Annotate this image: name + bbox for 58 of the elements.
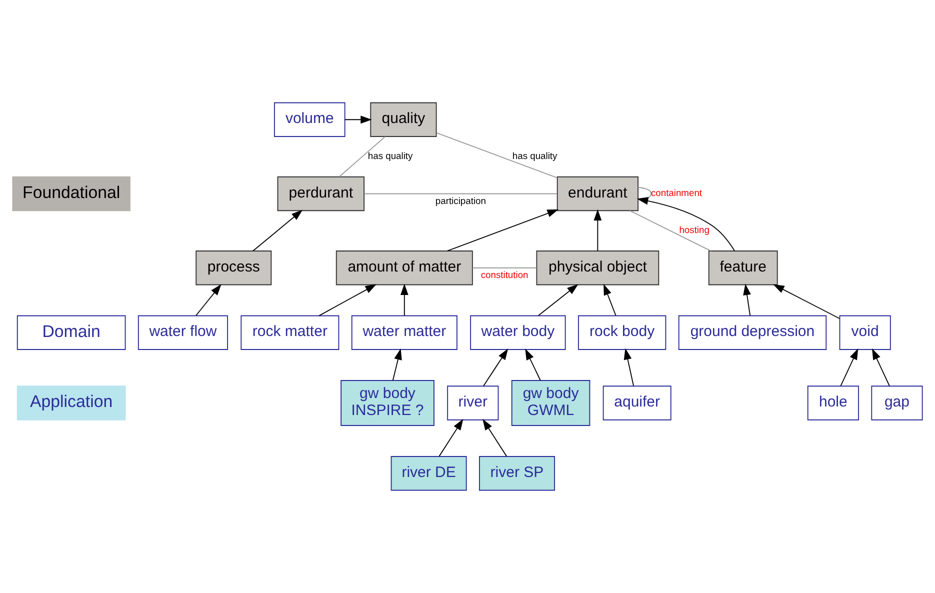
arrow (594, 209, 602, 252)
arrow (525, 348, 541, 381)
connector (638, 186, 652, 201)
edge-label: has quality (512, 151, 558, 162)
node-box: physical object (536, 250, 660, 286)
arrow (538, 284, 578, 316)
node-box: river DE (390, 456, 467, 491)
node-box: hole (807, 386, 859, 420)
edge-label: has quality (368, 151, 413, 162)
edge-label: participation (435, 196, 486, 206)
connector (338, 136, 386, 178)
arrow (400, 284, 408, 316)
node-box: gap (871, 386, 923, 420)
arrow (344, 116, 372, 124)
arrow (636, 197, 735, 252)
node-box: endurant (556, 176, 638, 212)
arrow (604, 284, 616, 316)
node-box: Foundational (12, 176, 130, 212)
node-box: void (839, 315, 891, 350)
connector (436, 132, 558, 178)
edge-label: containment (650, 188, 702, 198)
node-box: ground depression (678, 315, 827, 350)
node-box: river SP (479, 456, 555, 491)
node-box: rock body (578, 315, 666, 350)
arrow (318, 284, 377, 316)
arrow (624, 348, 634, 386)
arrow (482, 418, 508, 457)
node-box: aquifer (602, 386, 672, 420)
edge-label: hosting (679, 225, 710, 236)
arrow (743, 284, 751, 316)
node-box: quality (370, 102, 437, 137)
node-box: amount of matter (336, 250, 473, 286)
connector (629, 210, 712, 252)
node-box: Domain (16, 315, 126, 350)
node-box: volume (274, 102, 346, 137)
arrow (840, 348, 858, 386)
node-box: perdurant (277, 176, 365, 212)
connector (472, 267, 538, 268)
node-box: river (447, 386, 499, 420)
node-box: gw body INSPIRE ? (340, 380, 434, 426)
node-box: water body (470, 315, 566, 350)
arrow (196, 284, 222, 316)
node-box: gw body GWML (511, 380, 590, 426)
connector (364, 193, 558, 194)
node-box: water flow (138, 315, 228, 350)
arrow (252, 210, 303, 252)
node-box: Application (16, 386, 126, 420)
arrow (446, 209, 559, 252)
arrow (773, 284, 840, 319)
node-box: process (196, 250, 272, 286)
edge-label: constitution (480, 270, 528, 280)
arrow (438, 418, 464, 457)
node-box: feature (708, 250, 778, 286)
arrow (392, 348, 402, 381)
arrow (483, 348, 508, 386)
node-box: water matter (351, 315, 458, 350)
node-box: rock matter (240, 315, 340, 350)
arrow (872, 348, 890, 386)
